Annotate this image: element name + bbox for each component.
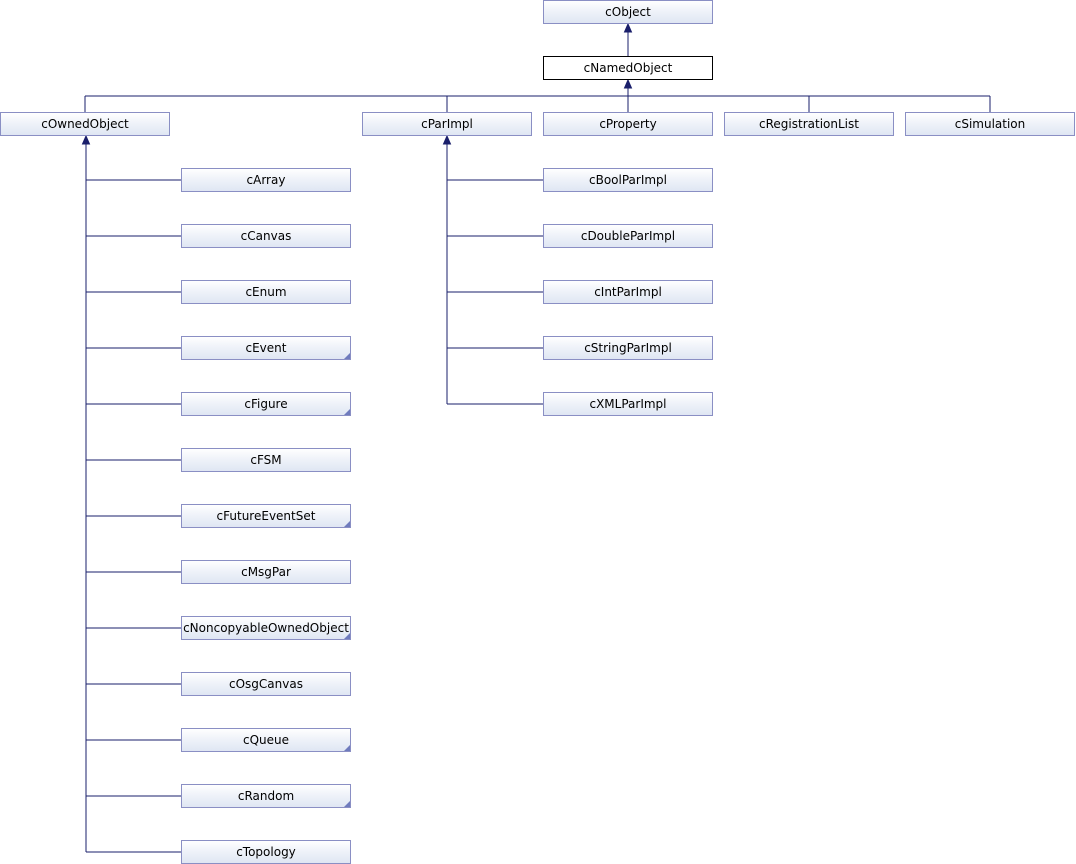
class-node-label: cTopology xyxy=(236,845,296,859)
class-node-label: cXMLParImpl xyxy=(589,397,667,411)
class-node-label: cStringParImpl xyxy=(584,341,672,355)
class-node-cnamedobject[interactable]: cNamedObject xyxy=(543,56,713,80)
class-node-cfutureeventset[interactable]: cFutureEventSet xyxy=(181,504,351,528)
class-node-cxmlparimpl[interactable]: cXMLParImpl xyxy=(543,392,713,416)
class-node-label: cFutureEventSet xyxy=(216,509,316,523)
class-node-cenum[interactable]: cEnum xyxy=(181,280,351,304)
class-node-cdoubleparimpl[interactable]: cDoubleParImpl xyxy=(543,224,713,248)
class-node-carray[interactable]: cArray xyxy=(181,168,351,192)
class-node-ctopology[interactable]: cTopology xyxy=(181,840,351,864)
class-node-label: cNoncopyableOwnedObject xyxy=(183,621,349,635)
class-node-cboolparimpl[interactable]: cBoolParImpl xyxy=(543,168,713,192)
class-node-cobject[interactable]: cObject xyxy=(543,0,713,24)
class-node-label: cBoolParImpl xyxy=(588,173,667,187)
class-node-cnoncopyableownedobject[interactable]: cNoncopyableOwnedObject xyxy=(181,616,351,640)
more-derived-marker-icon xyxy=(344,633,350,639)
class-node-label: cSimulation xyxy=(954,117,1026,131)
class-node-cmsgpar[interactable]: cMsgPar xyxy=(181,560,351,584)
class-node-label: cCanvas xyxy=(240,229,292,243)
edge-arrowhead-cnamedobject xyxy=(623,78,633,89)
more-derived-marker-icon xyxy=(344,745,350,751)
more-derived-marker-icon xyxy=(344,353,350,359)
class-node-label: cEvent xyxy=(245,341,287,355)
class-node-label: cOwnedObject xyxy=(41,117,129,131)
class-node-cownedobject[interactable]: cOwnedObject xyxy=(0,112,170,136)
class-node-label: cNamedObject xyxy=(583,61,673,75)
class-node-label: cObject xyxy=(605,5,651,19)
class-node-label: cRandom xyxy=(237,789,295,803)
edge-arrowhead-cparimpl xyxy=(442,134,452,145)
more-derived-marker-icon xyxy=(344,409,350,415)
class-node-label: cProperty xyxy=(599,117,657,131)
class-node-cstringparimpl[interactable]: cStringParImpl xyxy=(543,336,713,360)
edge-arrowhead-cownedobject xyxy=(81,134,91,145)
class-node-label: cEnum xyxy=(245,285,287,299)
class-node-label: cOsgCanvas xyxy=(229,677,303,691)
class-node-ccanvas[interactable]: cCanvas xyxy=(181,224,351,248)
class-node-label: cFSM xyxy=(250,453,282,467)
more-derived-marker-icon xyxy=(344,801,350,807)
class-node-label: cIntParImpl xyxy=(594,285,662,299)
class-node-label: cQueue xyxy=(242,733,290,747)
class-node-label: cRegistrationList xyxy=(759,117,859,131)
class-node-cparimpl[interactable]: cParImpl xyxy=(362,112,532,136)
edge-arrowhead-cobject xyxy=(623,22,633,33)
class-node-label: cFigure xyxy=(244,397,288,411)
class-node-cintparimpl[interactable]: cIntParImpl xyxy=(543,280,713,304)
class-node-label: cArray xyxy=(246,173,286,187)
class-node-cregistrationlist[interactable]: cRegistrationList xyxy=(724,112,894,136)
class-node-cproperty[interactable]: cProperty xyxy=(543,112,713,136)
class-node-cfsm[interactable]: cFSM xyxy=(181,448,351,472)
class-node-cosgcanvas[interactable]: cOsgCanvas xyxy=(181,672,351,696)
class-node-label: cDoubleParImpl xyxy=(580,229,676,243)
class-node-cevent[interactable]: cEvent xyxy=(181,336,351,360)
class-node-label: cParImpl xyxy=(421,117,473,131)
class-node-crandom[interactable]: cRandom xyxy=(181,784,351,808)
class-node-cqueue[interactable]: cQueue xyxy=(181,728,351,752)
more-derived-marker-icon xyxy=(344,521,350,527)
class-node-cfigure[interactable]: cFigure xyxy=(181,392,351,416)
class-node-label: cMsgPar xyxy=(241,565,291,579)
class-node-csimulation[interactable]: cSimulation xyxy=(905,112,1075,136)
